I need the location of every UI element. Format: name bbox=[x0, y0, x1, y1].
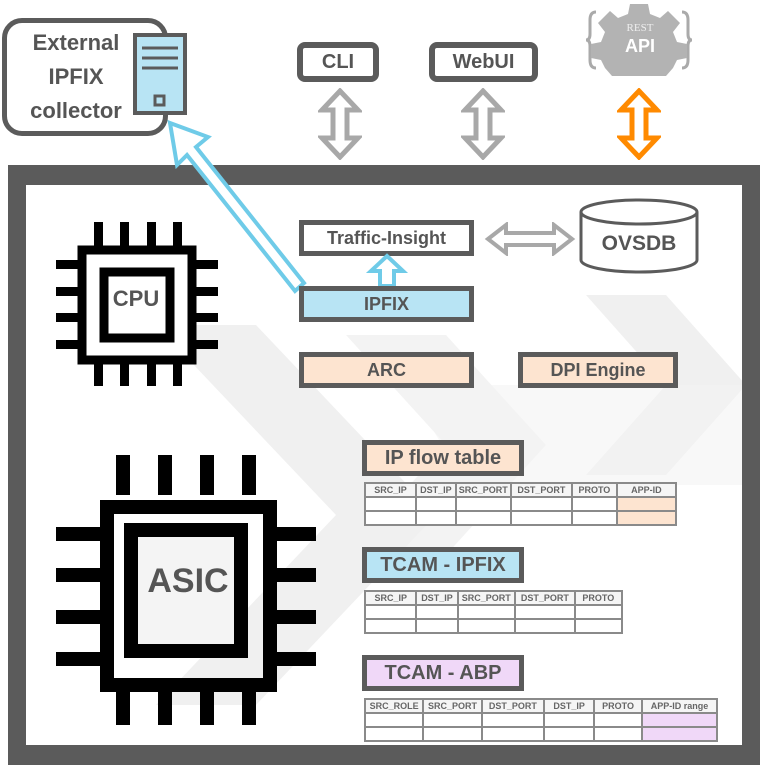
column-header: DST_PORT bbox=[509, 482, 573, 498]
table-header-row: SRC_IP DST_IP SRC_PORT DST_PORT PROTO AP… bbox=[364, 482, 678, 498]
table-row bbox=[363, 712, 719, 728]
rest-api-gear-icon[interactable] bbox=[584, 2, 694, 78]
dpi-engine-label: DPI Engine bbox=[550, 359, 646, 380]
ip-flow-table-title: IP flow table bbox=[362, 440, 524, 476]
collector-line-2: IPFIX bbox=[48, 64, 104, 89]
asic-chip-icon bbox=[56, 455, 316, 725]
column-header: SRC_IP bbox=[363, 590, 418, 606]
api-label: API bbox=[624, 36, 655, 56]
collector-line-1: External bbox=[32, 30, 120, 55]
ip-flow-table: SRC_IP DST_IP SRC_PORT DST_PORT PROTO AP… bbox=[364, 482, 678, 526]
table-row bbox=[363, 618, 624, 634]
cpu-label: CPU bbox=[112, 286, 160, 311]
traffic-insight-label: Traffic-Insight bbox=[326, 227, 446, 248]
column-header: PROTO bbox=[573, 590, 624, 606]
column-header: APP-ID bbox=[615, 482, 678, 498]
table-header-row: SRC_ROLE SRC_PORT DST_PORT DST_IP PROTO … bbox=[363, 698, 719, 714]
column-header: DST_IP bbox=[414, 482, 457, 498]
ipfix-to-insight-arrow-icon bbox=[365, 253, 409, 288]
asic-label: ASIC bbox=[147, 562, 229, 600]
tcam-ipfix-table: SRC_IP DST_IP SRC_PORT DST_PORT PROTO bbox=[363, 590, 624, 634]
column-header: SRC_PORT bbox=[454, 482, 512, 498]
ipfix-label: IPFIX bbox=[363, 293, 409, 314]
ovsdb-database-icon[interactable] bbox=[578, 196, 700, 276]
column-header: SRC_IP bbox=[364, 482, 417, 498]
server-icon bbox=[133, 33, 187, 115]
table-header-row: SRC_IP DST_IP SRC_PORT DST_PORT PROTO bbox=[363, 590, 624, 606]
ovsdb-label: OVSDB bbox=[601, 232, 677, 255]
column-header: DST_PORT bbox=[514, 590, 576, 606]
column-header: DST_IP bbox=[415, 590, 459, 606]
export-to-collector-arrow-icon bbox=[167, 119, 307, 294]
ip-flow-table-title-label: IP flow table bbox=[384, 446, 502, 469]
table-row bbox=[364, 496, 678, 512]
tcam-abp-table: SRC_ROLE SRC_PORT DST_PORT DST_IP PROTO … bbox=[363, 698, 719, 742]
arc-label: ARC bbox=[367, 359, 406, 380]
dpi-engine-box[interactable]: DPI Engine bbox=[518, 352, 678, 388]
traffic-insight-box[interactable]: Traffic-Insight bbox=[299, 220, 474, 256]
tcam-ipfix-title-label: TCAM - IPFIX bbox=[380, 553, 506, 576]
collector-line-3: collector bbox=[30, 98, 122, 123]
column-header: SRC_PORT bbox=[422, 698, 483, 714]
webui-label: WebUI bbox=[452, 50, 515, 73]
cli-label: CLI bbox=[321, 50, 355, 73]
column-header: PROTO bbox=[570, 482, 618, 498]
table-row bbox=[364, 510, 678, 526]
cli-double-arrow-icon bbox=[318, 88, 362, 160]
column-header: DST_IP bbox=[543, 698, 596, 714]
tcam-abp-title: TCAM - ABP bbox=[362, 655, 524, 691]
ipfix-box[interactable]: IPFIX bbox=[299, 286, 474, 322]
table-row bbox=[363, 726, 719, 742]
column-header: SRC_PORT bbox=[456, 590, 517, 606]
column-header: APP-ID range bbox=[640, 698, 719, 714]
arc-box[interactable]: ARC bbox=[299, 352, 474, 388]
webui-box[interactable]: WebUI bbox=[429, 42, 538, 82]
tcam-ipfix-title: TCAM - IPFIX bbox=[362, 547, 524, 583]
webui-double-arrow-icon bbox=[461, 88, 505, 160]
column-header: PROTO bbox=[593, 698, 643, 714]
column-header: SRC_ROLE bbox=[363, 698, 425, 714]
cpu-chip-icon bbox=[56, 222, 218, 386]
cli-box[interactable]: CLI bbox=[297, 42, 379, 82]
rest-double-arrow-icon bbox=[617, 88, 661, 160]
insight-ovsdb-double-arrow-icon bbox=[484, 222, 576, 256]
tcam-abp-title-label: TCAM - ABP bbox=[384, 661, 502, 684]
rest-label: REST bbox=[626, 22, 654, 34]
table-row bbox=[363, 604, 624, 620]
column-header: DST_PORT bbox=[480, 698, 546, 714]
